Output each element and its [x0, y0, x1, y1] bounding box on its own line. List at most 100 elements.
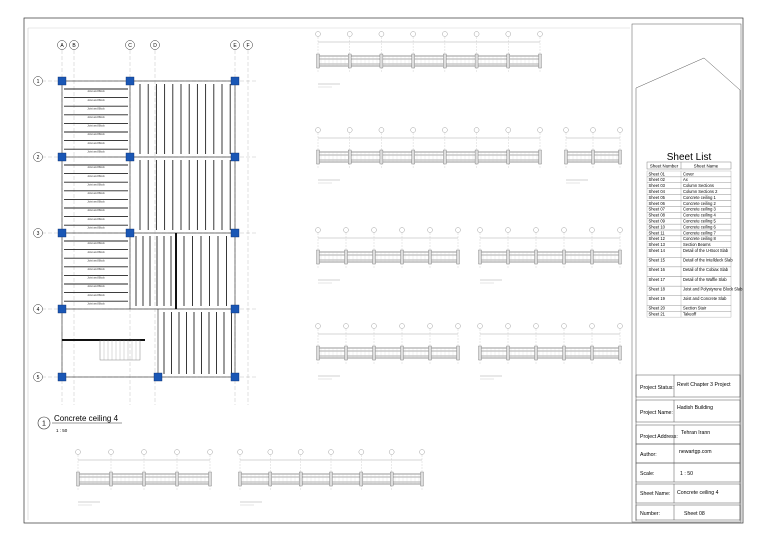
sheet-number-cell: Sheet 06 [649, 201, 666, 206]
sheet-list-title: Sheet List [667, 152, 712, 163]
sheet-number-label: Number: [640, 511, 660, 517]
column-marker [57, 372, 67, 382]
joist-label: Joist and Block [87, 149, 105, 153]
sheet-name-cell: Detail of the Waffle Slab [683, 277, 727, 282]
grid-bubble-e: E [230, 40, 240, 50]
scale-label: Scale: [640, 471, 654, 477]
svg-text:5: 5 [37, 375, 40, 381]
grid-bubble-4: 4 [33, 304, 43, 314]
sheet-number-cell: Sheet 13 [649, 242, 666, 247]
svg-text:B: B [72, 43, 76, 49]
title-block-roof-shape [635, 57, 741, 91]
sheet-name-cell: Detail of the U-Boot Slab [683, 248, 729, 253]
sheet-number-cell: Sheet 10 [649, 224, 666, 229]
sheet-name-cell: Concrete ceiling 2 [683, 201, 716, 206]
joist-label: Joist and Block [87, 225, 105, 229]
grid-bubble-5: 5 [33, 372, 43, 382]
joist-label: Joist and Block [87, 301, 105, 305]
column-marker [57, 76, 67, 86]
svg-text:E: E [233, 43, 237, 49]
column-marker [153, 372, 163, 382]
plan-view-title: 1 Concrete ceiling 4 1 : 50 [37, 414, 122, 433]
joist-label: Joist and Block [87, 293, 105, 297]
grid-bubble-2: 2 [33, 152, 43, 162]
sheet-number-cell: Sheet 03 [649, 183, 666, 188]
sheet-name-cell: Concrete ceiling 6 [683, 224, 716, 229]
sheet-number-cell: Sheet 16 [649, 267, 666, 272]
project-name-label: Project Name: [640, 410, 673, 416]
view-scale: 1 : 50 [56, 428, 68, 433]
svg-text:1: 1 [37, 79, 40, 85]
joist-label: Joist and Block [87, 284, 105, 288]
svg-text:F: F [246, 43, 249, 49]
column-marker [125, 152, 135, 162]
grid-bubble-d: D [150, 40, 160, 50]
sheet-name-cell: Concrete ceiling 8 [683, 236, 716, 241]
joist-label: Joist and Block [87, 165, 105, 169]
author-value: newartgp.com [679, 449, 712, 455]
beam-section [477, 323, 623, 380]
svg-text:2: 2 [37, 155, 40, 161]
joist-label: Joist and Block [87, 182, 105, 186]
scale-value: 1 : 50 [680, 471, 693, 477]
view-number-bubble [37, 416, 51, 430]
sheet-name-cell: Ax [683, 177, 688, 182]
joist-label: Joist and Block [87, 208, 105, 212]
joist-label: Joist and Block [87, 250, 105, 254]
grid-bubble-3: 3 [33, 228, 43, 238]
svg-text:4: 4 [37, 307, 40, 313]
sheet-number-value: Sheet 08 [684, 511, 705, 517]
joist-label: Joist and Block [87, 174, 105, 178]
sheet-number-cell: Sheet 01 [649, 171, 666, 176]
joist-label: Joist and Block [87, 106, 105, 110]
grid-bubble-a: A [57, 40, 67, 50]
sheet-name-label: Sheet Name: [640, 491, 670, 497]
column-marker [230, 304, 240, 314]
sheet-name-cell: Concrete ceiling 4 [683, 213, 716, 218]
sheet-number-cell: Sheet 11 [649, 230, 666, 235]
sheet-list-header-row [646, 161, 732, 170]
joist-label: Joist and Block [87, 276, 105, 280]
grid-bubble-1: 1 [33, 76, 43, 86]
joist-label: Joist and Block [87, 200, 105, 204]
sheet-list-col-name: Sheet Name [694, 164, 719, 169]
grid-bubble-f: F [243, 40, 253, 50]
sheet-number-cell: Sheet 18 [649, 286, 666, 291]
sheet-number-cell: Sheet 09 [649, 219, 666, 224]
joist-label: Joist and Block [87, 267, 105, 271]
sheet-number-cell: Sheet 15 [649, 258, 666, 263]
joist-label: Joist and Block [87, 89, 105, 93]
title-block: Project Status: Revit Chapter 3 Project … [635, 57, 741, 521]
beam-section [237, 449, 425, 506]
grid-bubble-c: C [125, 40, 135, 50]
sheet-name-cell: Concrete ceiling 3 [683, 207, 716, 212]
beam-section [315, 31, 543, 88]
sheet-name-cell: Joist and Polystyrene Block Slab [683, 286, 743, 291]
sheet-number-cell: Sheet 05 [649, 195, 666, 200]
sheet-name-cell: Detail of the Cobiax Slab [683, 267, 729, 272]
sheet-name-cell: Cover [683, 171, 695, 176]
column-marker [57, 228, 67, 238]
sheet-number-cell: Sheet 20 [649, 306, 666, 311]
project-address-value: Tehran Irann [681, 430, 710, 436]
beam-section [563, 127, 623, 184]
beam-section [315, 323, 461, 380]
sheet-name-cell: Section Beams [683, 242, 711, 247]
column-marker [230, 372, 240, 382]
column-marker [230, 152, 240, 162]
sheet-name-cell: Section Stair [683, 306, 707, 311]
beam-section [315, 127, 543, 184]
column-marker [57, 304, 67, 314]
beam-sections [75, 31, 623, 506]
grid-bubble-b: B [69, 40, 79, 50]
view-title: Concrete ceiling 4 [54, 414, 119, 423]
svg-text:A: A [60, 43, 64, 49]
svg-text:3: 3 [37, 231, 40, 237]
sheet-name-cell: Joist and Concrete Slab [683, 296, 727, 301]
sheet-number-cell: Sheet 14 [649, 248, 666, 253]
sheet-number-cell: Sheet 17 [649, 277, 666, 282]
sheet-name-cell: Detail of the Intelldeck Slab [683, 258, 733, 263]
joist-label: Joist and Block [87, 258, 105, 262]
